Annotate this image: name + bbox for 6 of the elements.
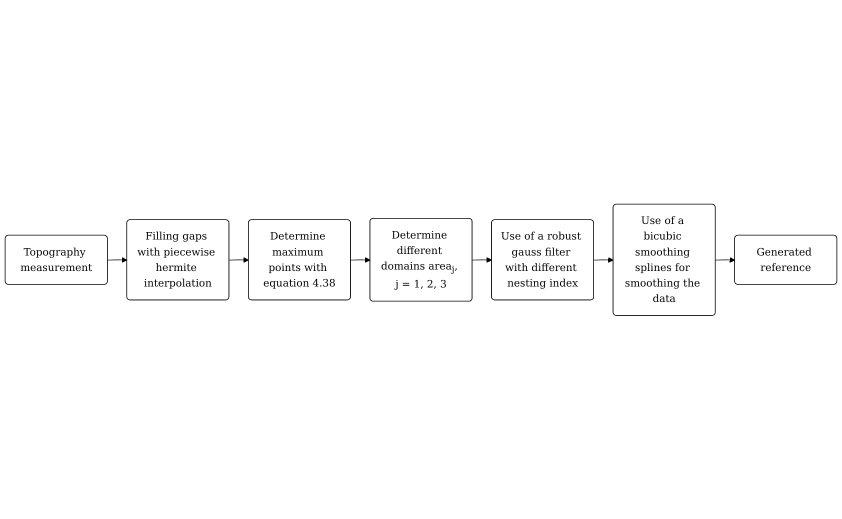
arrow — [107, 256, 128, 262]
arrow — [715, 256, 736, 262]
arrow — [472, 256, 492, 262]
arrow — [228, 256, 249, 262]
arrow — [350, 256, 370, 262]
arrow — [594, 256, 614, 262]
